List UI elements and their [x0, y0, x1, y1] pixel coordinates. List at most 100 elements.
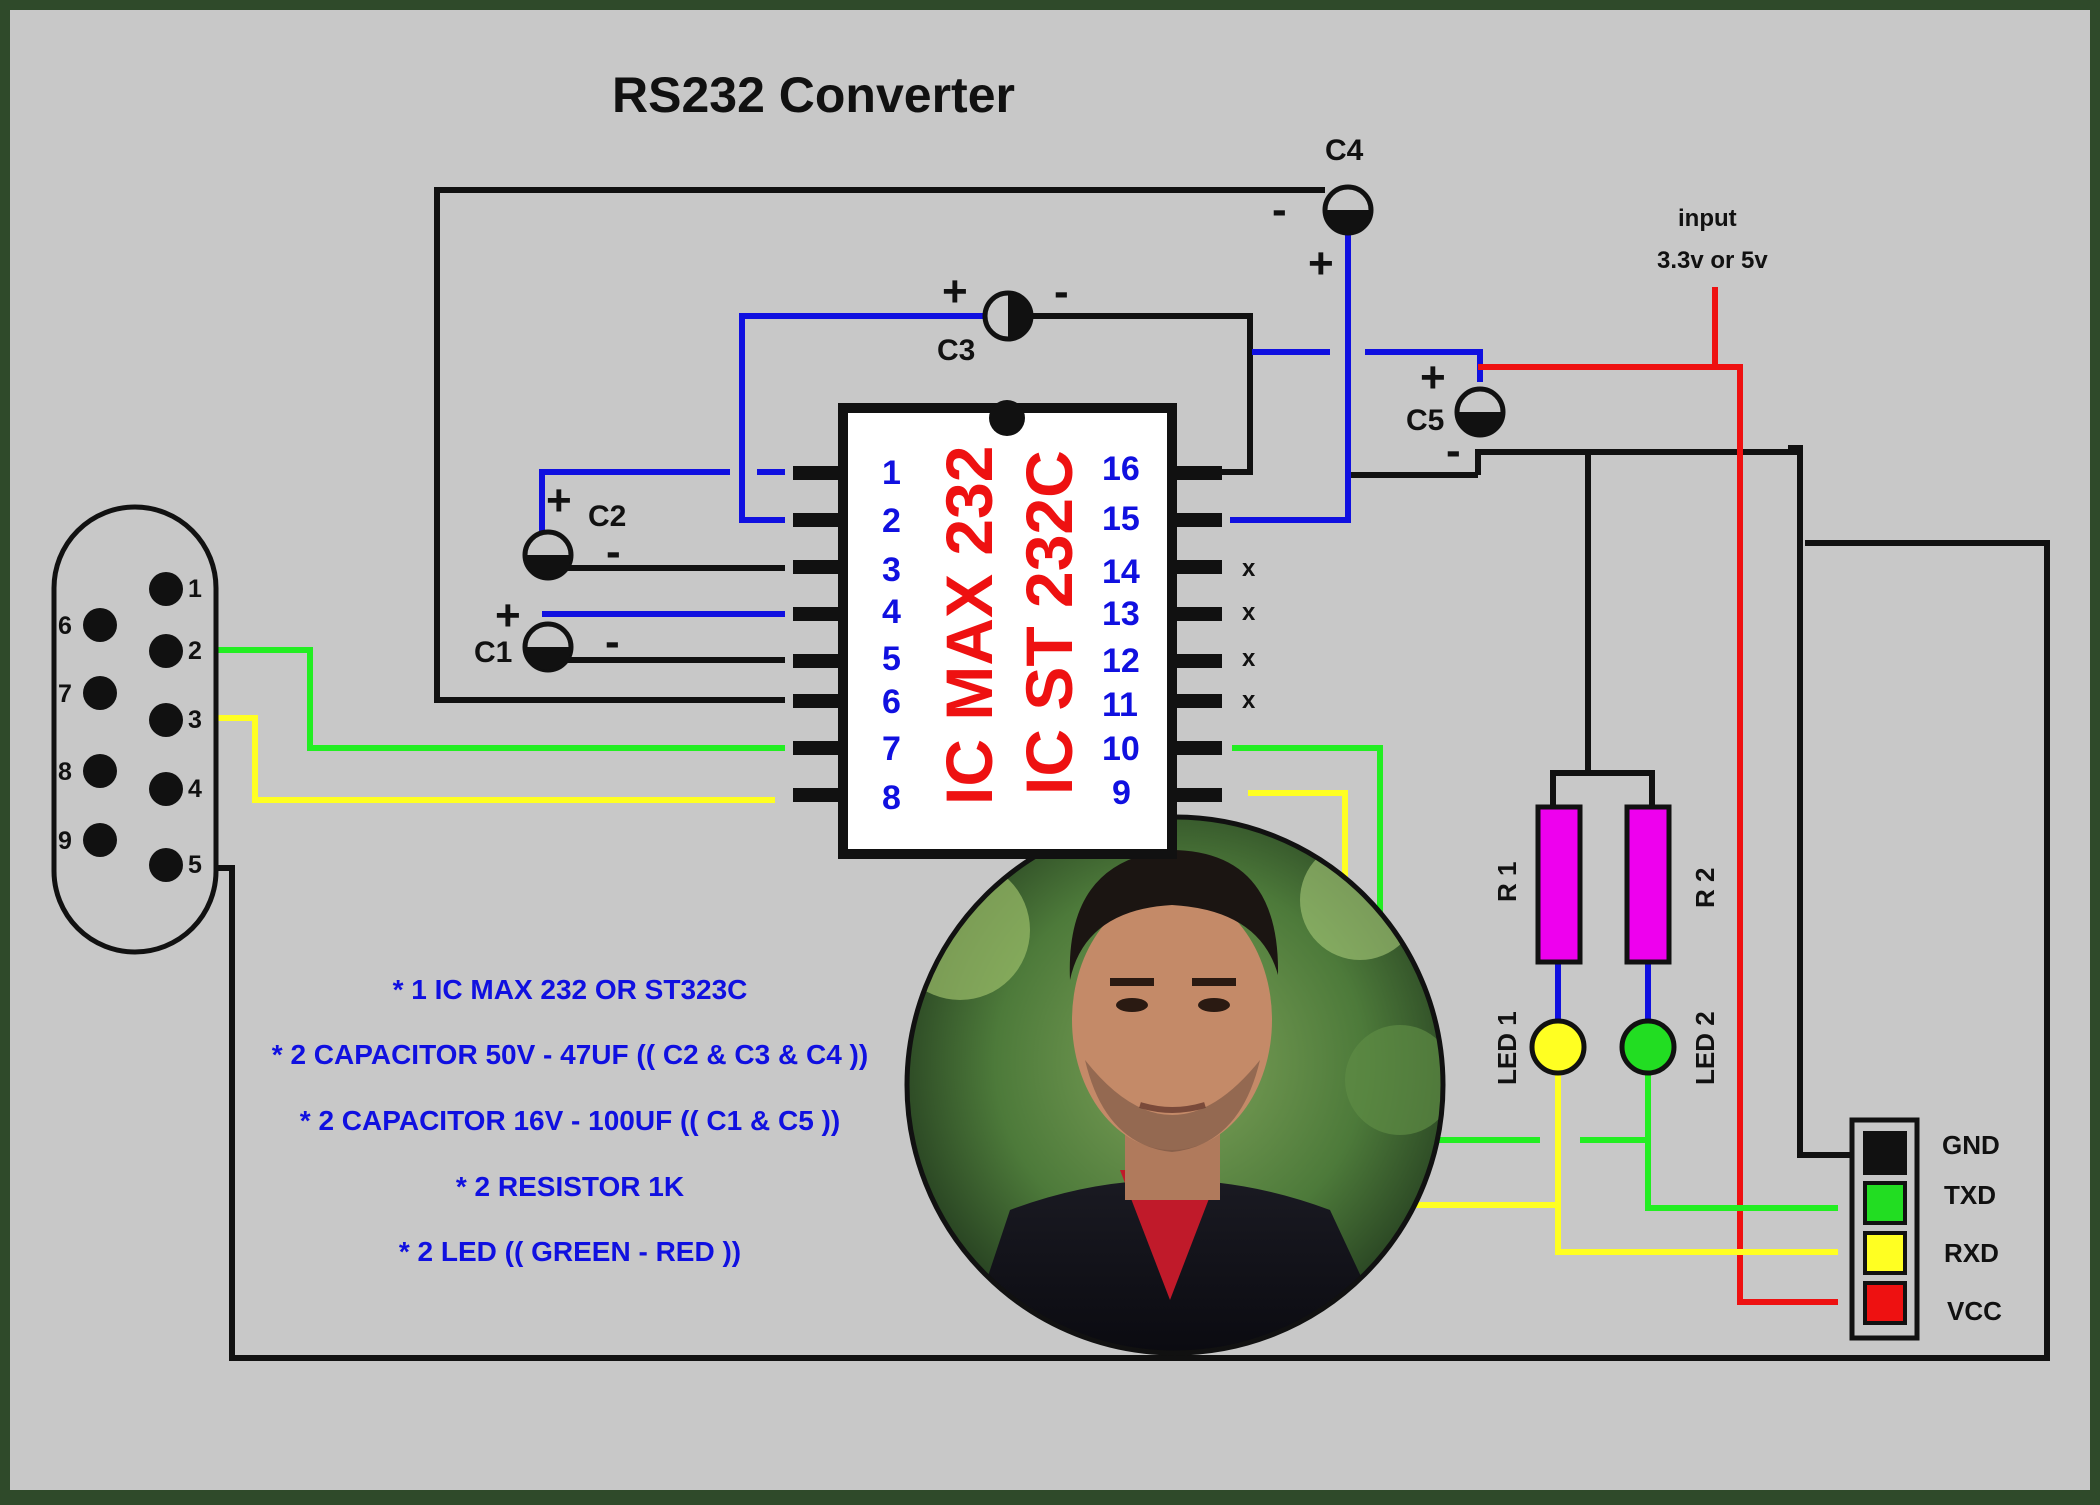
c1-plus: + — [495, 591, 521, 640]
capacitor-c4: C4 - + — [1272, 134, 1374, 288]
ic-right-legs — [1172, 466, 1222, 802]
wire-c4-negative — [434, 187, 1325, 703]
db9-connector: 1 2 3 4 5 6 7 8 9 — [51, 504, 219, 955]
capacitor-c3: C3 + - — [937, 267, 1069, 367]
wires — [180, 187, 2050, 1361]
ic-left-legs — [793, 466, 843, 802]
page-title: RS232 Converter — [612, 67, 1015, 123]
author-photo — [904, 814, 1446, 1356]
parts-list-item-3: * 2 CAPACITOR 16V - 100UF (( C1 & C5 )) — [300, 1105, 840, 1136]
r2-label: R 2 — [1690, 868, 1720, 908]
capacitor-c5: C5 + - — [1406, 353, 1506, 475]
wire-c2-positive — [539, 469, 730, 532]
led-1: LED 1 — [1492, 1011, 1587, 1085]
db9-pin-7-label: 7 — [58, 680, 72, 708]
input-voltage-label: 3.3v or 5v — [1657, 247, 1768, 274]
ic-pin-15: 15 — [1102, 500, 1140, 538]
db9-pin-5-label: 5 — [188, 851, 202, 879]
ic-pin-7: 7 — [882, 730, 901, 768]
db9-pin-8-label: 8 — [58, 758, 72, 786]
wire-txd-connector — [180, 647, 785, 751]
ic-pin-14: 14 — [1102, 553, 1140, 591]
wire-connector-pin5-gnd — [180, 540, 2050, 1361]
ic-pin-4: 4 — [882, 593, 901, 631]
ic-pin-10: 10 — [1102, 730, 1140, 768]
ic-pin-9: 9 — [1112, 774, 1131, 812]
db9-pin-9-label: 9 — [58, 827, 72, 855]
ic-body — [838, 403, 1177, 859]
c2-plus: + — [546, 476, 572, 525]
r1-label: R 1 — [1492, 862, 1522, 902]
c5-plus: + — [1420, 353, 1446, 402]
db9-pin-6-label: 6 — [58, 612, 72, 640]
c3-minus: - — [1054, 267, 1069, 316]
ic-pin-6: 6 — [882, 683, 901, 721]
header-pin-txd — [1863, 1181, 1907, 1225]
db9-pin-4-label: 4 — [188, 775, 202, 803]
nc-mark-13: x — [1242, 599, 1256, 626]
c5-minus: - — [1446, 426, 1461, 475]
parts-list-item-5: * 2 LED (( GREEN - RED )) — [399, 1236, 741, 1267]
wire-txd-led2 — [1580, 1137, 1838, 1211]
db9-pins — [83, 572, 183, 882]
c4-label: C4 — [1325, 134, 1364, 167]
c4-plus: + — [1308, 239, 1334, 288]
nc-mark-12: x — [1242, 645, 1256, 672]
ic-pin-8: 8 — [882, 779, 901, 817]
wire-gnd-to-header — [1788, 445, 1855, 1158]
resistor-r1: R 1 — [1492, 804, 1583, 965]
nc-mark-11: x — [1242, 687, 1256, 714]
ic-pin-1: 1 — [882, 454, 901, 492]
ic-pin-16: 16 — [1102, 450, 1140, 488]
wire-rxd-led1 — [1555, 1070, 1838, 1255]
header-pin-gnd — [1863, 1131, 1907, 1175]
wire-c3-negative — [1030, 313, 1253, 475]
ic-chip: 1 2 3 4 5 6 7 8 16 15 14 13 12 11 10 9 I… — [793, 400, 1256, 859]
parts-list-item-1: * 1 IC MAX 232 OR ST323C — [393, 974, 748, 1005]
led1-label: LED 1 — [1492, 1011, 1522, 1085]
wire-c5-positive — [1365, 349, 1483, 382]
db9-pin-1-label: 1 — [188, 575, 202, 603]
ic-pin-5: 5 — [882, 640, 901, 678]
capacitor-c1: C1 + - — [474, 591, 620, 673]
wire-c3-positive — [739, 313, 985, 523]
input-label: input — [1678, 205, 1737, 232]
ic-label-st232c: IC ST 232C — [1012, 450, 1086, 795]
header-pin-rxd — [1863, 1231, 1907, 1275]
header-label-gnd: GND — [1942, 1130, 2000, 1160]
header-pin-vcc — [1863, 1281, 1907, 1325]
c2-label: C2 — [588, 500, 626, 533]
c2-minus: - — [606, 527, 621, 576]
parts-list-item-4: * 2 RESISTOR 1K — [456, 1171, 684, 1202]
ic-pin-2: 2 — [882, 502, 901, 540]
wire-resistor-bridge — [1550, 770, 1655, 808]
c4-minus: - — [1272, 185, 1287, 234]
c5-label: C5 — [1406, 404, 1444, 437]
capacitor-c2: C2 + - — [522, 476, 626, 581]
c3-label: C3 — [937, 334, 975, 367]
output-header: GND TXD RXD VCC — [1849, 1117, 2002, 1341]
nc-mark-14: x — [1242, 555, 1256, 582]
db9-pin-3-label: 3 — [188, 706, 202, 734]
c3-plus: + — [942, 267, 968, 316]
parts-list-item-2: * 2 CAPACITOR 50V - 47UF (( C2 & C3 & C4… — [272, 1039, 868, 1070]
ic-label-max232: IC MAX 232 — [932, 446, 1006, 805]
c1-minus: - — [605, 617, 620, 666]
ic-pin-3: 3 — [882, 551, 901, 589]
parts-list: * 1 IC MAX 232 OR ST323C * 2 CAPACITOR 5… — [272, 974, 868, 1267]
wire-vcc-rail — [1478, 364, 1838, 1305]
ic-pin-11: 11 — [1102, 686, 1138, 724]
c1-label: C1 — [474, 636, 512, 669]
header-label-txd: TXD — [1944, 1180, 1996, 1210]
led-2: LED 2 — [1619, 1011, 1720, 1085]
db9-pin-2-label: 2 — [188, 637, 202, 665]
header-label-rxd: RXD — [1944, 1238, 1999, 1268]
header-label-vcc: VCC — [1947, 1296, 2002, 1326]
led2-label: LED 2 — [1690, 1011, 1720, 1085]
ic-pin-13: 13 — [1102, 595, 1140, 633]
ic-pin-12: 12 — [1102, 642, 1140, 680]
ic-notch — [989, 400, 1025, 436]
resistor-r2: R 2 — [1624, 804, 1720, 965]
wire-c4-positive — [1230, 232, 1351, 523]
